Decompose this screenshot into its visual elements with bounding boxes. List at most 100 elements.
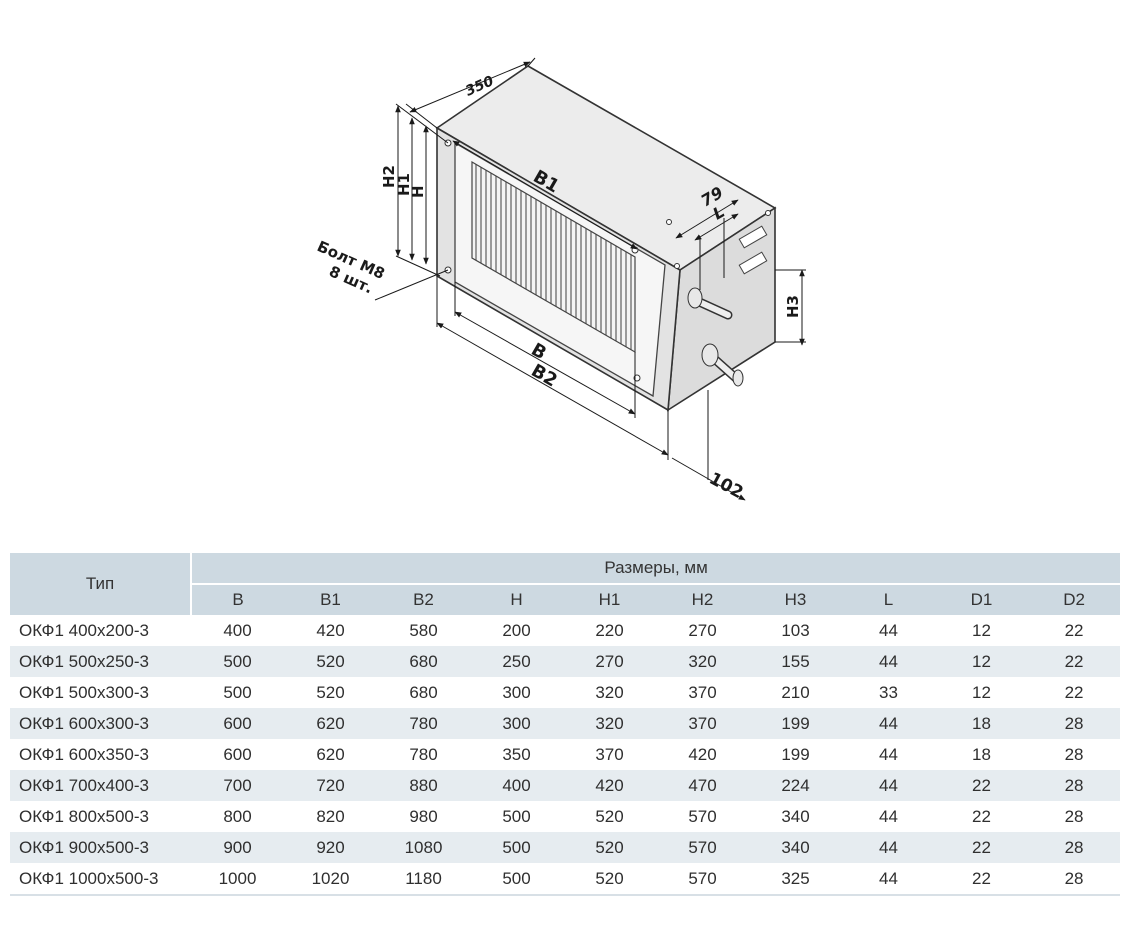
value-cell-b1: 920: [284, 832, 377, 863]
value-cell-b: 500: [191, 677, 284, 708]
value-cell-b1: 720: [284, 770, 377, 801]
value-cell-h1: 520: [563, 863, 656, 896]
dimension-lines: [374, 57, 806, 501]
value-cell-h1: 520: [563, 832, 656, 863]
dim-h3-label: H3: [784, 295, 802, 318]
value-cell-h: 250: [470, 646, 563, 677]
value-cell-b: 900: [191, 832, 284, 863]
value-cell-h: 350: [470, 739, 563, 770]
column-header-b2: B2: [377, 584, 470, 615]
column-header-d1: D1: [935, 584, 1028, 615]
value-cell-b1: 620: [284, 708, 377, 739]
value-cell-h3: 340: [749, 832, 842, 863]
value-cell-d1: 18: [935, 708, 1028, 739]
value-cell-b: 600: [191, 708, 284, 739]
value-cell-d2: 22: [1028, 615, 1121, 646]
value-cell-b: 800: [191, 801, 284, 832]
value-cell-b2: 980: [377, 801, 470, 832]
value-cell-b1: 520: [284, 677, 377, 708]
value-cell-b: 400: [191, 615, 284, 646]
pipe-upper: [687, 287, 733, 320]
value-cell-h3: 325: [749, 863, 842, 896]
type-cell: ОКФ1 600х350-3: [10, 739, 191, 770]
value-cell-b2: 780: [377, 708, 470, 739]
value-cell-h1: 320: [563, 708, 656, 739]
value-cell-h2: 570: [656, 863, 749, 896]
value-cell-h2: 420: [656, 739, 749, 770]
value-cell-d1: 12: [935, 677, 1028, 708]
value-cell-l: 44: [842, 615, 935, 646]
column-header-b: B: [191, 584, 284, 615]
value-cell-d2: 28: [1028, 832, 1121, 863]
value-cell-l: 44: [842, 801, 935, 832]
value-cell-l: 44: [842, 770, 935, 801]
value-cell-h: 300: [470, 677, 563, 708]
type-cell: ОКФ1 500х250-3: [10, 646, 191, 677]
value-cell-b1: 520: [284, 646, 377, 677]
value-cell-l: 44: [842, 863, 935, 896]
value-cell-l: 44: [842, 646, 935, 677]
column-header-b1: B1: [284, 584, 377, 615]
value-cell-h2: 470: [656, 770, 749, 801]
type-cell: ОКФ1 800х500-3: [10, 801, 191, 832]
type-cell: ОКФ1 400х200-3: [10, 615, 191, 646]
value-cell-b: 600: [191, 739, 284, 770]
value-cell-d2: 28: [1028, 739, 1121, 770]
value-cell-b: 1000: [191, 863, 284, 896]
value-cell-d2: 22: [1028, 646, 1121, 677]
column-header-h1: H1: [563, 584, 656, 615]
value-cell-b2: 1080: [377, 832, 470, 863]
value-cell-b: 700: [191, 770, 284, 801]
value-cell-d1: 22: [935, 770, 1028, 801]
value-cell-h: 300: [470, 708, 563, 739]
value-cell-b2: 680: [377, 677, 470, 708]
type-column-header: Тип: [10, 553, 192, 615]
value-cell-h1: 270: [563, 646, 656, 677]
value-cell-l: 44: [842, 708, 935, 739]
dimensions-group-header: Размеры, мм: [191, 553, 1121, 585]
duct-heater-diagram: 350 B1 B B2 H2 H1 H H3 79 L 102 Болт М8 …: [314, 57, 806, 503]
value-cell-h3: 340: [749, 801, 842, 832]
value-cell-d2: 22: [1028, 677, 1121, 708]
column-header-l: L: [842, 584, 935, 615]
dim-102-label: 102: [706, 469, 747, 503]
value-cell-b2: 880: [377, 770, 470, 801]
value-cell-h1: 220: [563, 615, 656, 646]
value-cell-h2: 270: [656, 615, 749, 646]
value-cell-b2: 1180: [377, 863, 470, 896]
technical-drawing: 350 B1 B B2 H2 H1 H H3 79 L 102 Болт М8 …: [314, 57, 806, 503]
value-cell-h2: 570: [656, 801, 749, 832]
dim-b2-label: B2: [528, 360, 561, 391]
value-cell-h3: 199: [749, 739, 842, 770]
type-cell: ОКФ1 500х300-3: [10, 677, 191, 708]
value-cell-h2: 370: [656, 677, 749, 708]
dim-h2-label: H2: [380, 165, 398, 188]
value-cell-h2: 370: [656, 708, 749, 739]
value-cell-b2: 680: [377, 646, 470, 677]
value-cell-b1: 420: [284, 615, 377, 646]
value-cell-l: 33: [842, 677, 935, 708]
value-cell-h1: 370: [563, 739, 656, 770]
value-cell-d1: 12: [935, 646, 1028, 677]
value-cell-h: 500: [470, 801, 563, 832]
value-cell-h2: 320: [656, 646, 749, 677]
pipe-lower: [701, 343, 744, 387]
value-cell-b1: 620: [284, 739, 377, 770]
type-cell: ОКФ1 1000х500-3: [10, 863, 191, 896]
value-cell-d2: 28: [1028, 708, 1121, 739]
value-cell-h3: 155: [749, 646, 842, 677]
value-cell-l: 44: [842, 739, 935, 770]
value-cell-h: 500: [470, 863, 563, 896]
type-cell: ОКФ1 700х400-3: [10, 770, 191, 801]
value-cell-b1: 1020: [284, 863, 377, 896]
value-cell-h3: 199: [749, 708, 842, 739]
dim-h1-label: H1: [395, 173, 413, 196]
value-cell-d1: 12: [935, 615, 1028, 646]
